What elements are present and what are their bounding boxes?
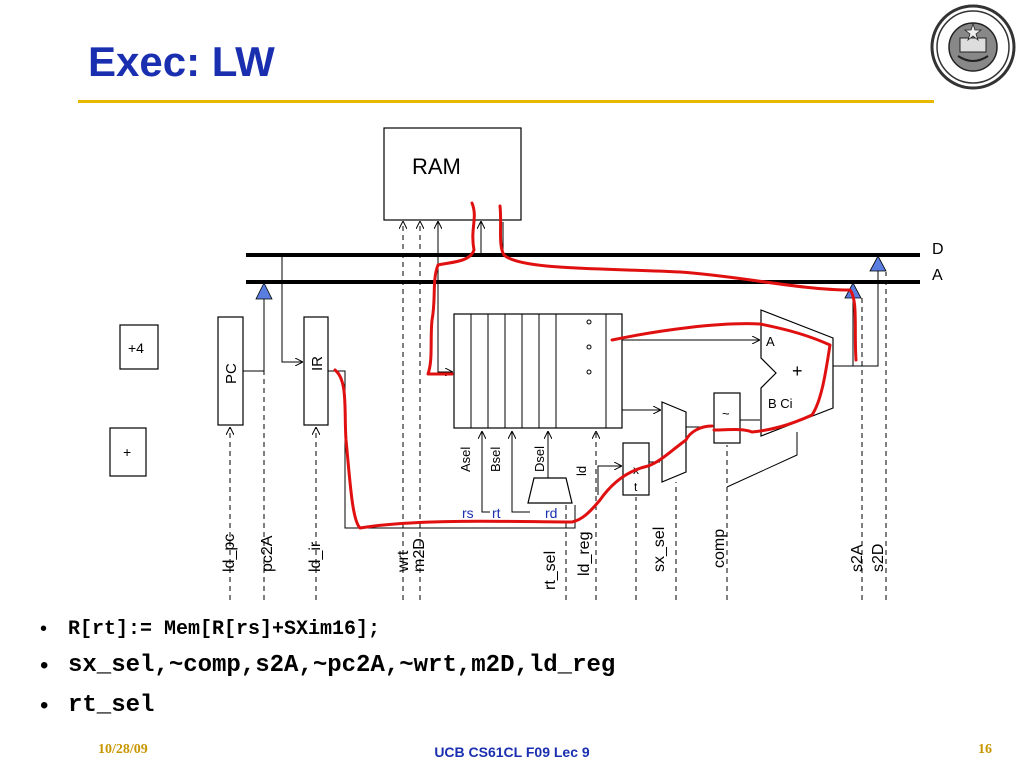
control-signal-labels: ld_pc pc2A ld_ir wrt m2D rt_sel ld_reg s… [221,527,887,590]
bullet-text: sx_sel,~comp,s2A,~pc2A,~wrt,m2D,ld_reg [68,652,616,679]
rt-label: rt [492,505,501,521]
ir-label: IR [309,356,326,371]
bullet-item: •R[rt]:= Mem[R[rs]+SXim16]; [40,618,381,641]
signal-s2a: s2A [849,544,866,572]
rt-sel-mux [527,477,573,504]
ir-register [303,316,329,426]
footer-course: UCB CS61CL F09 Lec 9 [434,744,590,760]
alu-plus-label: + [792,361,803,381]
signal-rt-sel: rt_sel [542,551,559,590]
signal-wrt: wrt [395,550,412,573]
pc-label: PC [223,363,240,384]
bullet-list: •R[rt]:= Mem[R[rs]+SXim16]; •sx_sel,~com… [40,618,615,732]
title-divider [78,100,934,103]
sign-extender [622,442,650,496]
signal-ld-reg: ld_reg [576,532,593,576]
alu-b-ci-label: B Ci [768,396,793,411]
signal-s2d: s2D [870,544,887,572]
complement-box [713,392,741,444]
plus4-label: +4 [128,340,144,356]
bullet-text: R[rt]:= Mem[R[rs]+SXim16]; [68,618,381,641]
signal-comp: comp [711,529,728,568]
alu-a-label: A [766,334,775,349]
university-seal [930,4,1016,90]
bus-a-label: A [932,267,943,284]
signal-ld-pc: ld_pc [221,534,238,572]
ram-block [383,127,522,221]
signal-pc2a: pc2A [259,535,276,572]
bullet-item: •sx_sel,~comp,s2A,~pc2A,~wrt,m2D,ld_reg [40,652,616,679]
comp-symbol: ~ [722,406,730,421]
s2d-driver-triangle [869,255,887,272]
rd-label: rd [545,505,557,521]
active-lw-path [333,201,858,530]
ext-t-label: t [634,480,638,494]
dsel-label: Dsel [532,446,547,472]
plus-label: + [123,444,131,460]
register-file [453,313,623,429]
pc-register [217,316,244,426]
b-mux [661,401,687,483]
bullet-item: •rt_sel [40,692,155,719]
bsel-label: Bsel [488,447,503,472]
plus-adder [109,427,147,477]
ram-label: RAM [412,154,461,179]
signal-ld-ir: ld_ir [307,541,324,572]
pc-driver-triangle [255,282,273,300]
bullet-text: rt_sel [68,692,155,719]
plus4-adder [119,324,159,370]
rs-label: rs [462,505,474,521]
footer-page-number: 16 [978,742,992,757]
footer-date: 10/28/09 [98,742,148,757]
slide-title: Exec: LW [88,38,275,85]
signal-m2d: m2D [411,538,428,572]
bus-d-label: D [932,241,944,258]
alu [760,309,834,437]
ld-label: ld [574,466,589,476]
signal-sx-sel: sx_sel [651,527,668,572]
asel-label: Asel [458,447,473,472]
